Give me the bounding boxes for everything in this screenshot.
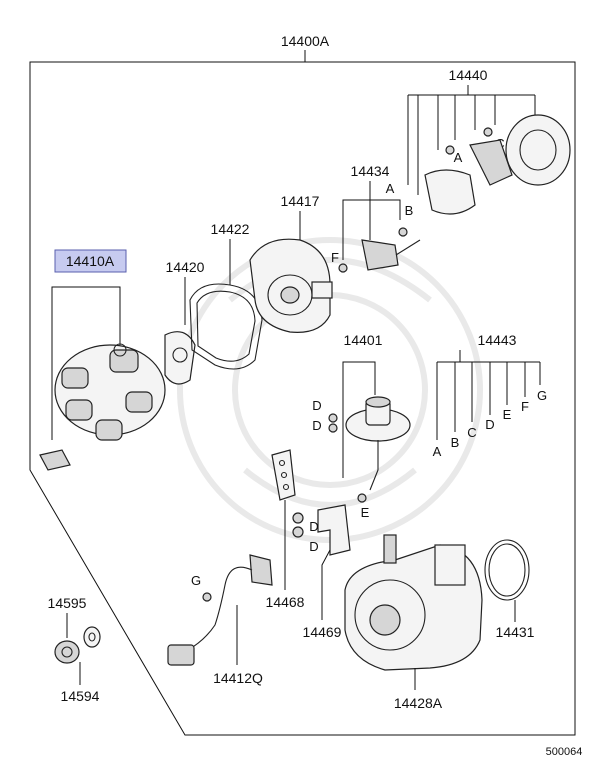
drawing-code: 500064 [546,746,583,758]
ignition-harness [167,554,273,666]
highlight-14410A [54,249,127,273]
letter-G-14443: G [537,388,547,403]
letter-A-14443: A [433,444,442,459]
vacuum-advance [328,396,411,503]
seal-piece [164,331,196,385]
letter-F-14443: F [521,399,529,414]
gasket [189,283,263,370]
letter-B-14443: B [451,435,460,450]
letter-A-14434: A [386,181,395,196]
letter-A-14440: A [454,150,463,165]
letter-D-14443: D [485,417,494,432]
washer-14595 [54,640,80,664]
bracket-14469 [292,504,351,556]
label-14443: 14443 [478,332,517,348]
label-14410A: 14410A [66,253,115,269]
label-14469: 14469 [303,624,342,640]
o-ring [484,539,530,601]
housing-cover [249,238,333,333]
leader-14469 [321,549,331,620]
rotor-piece [39,449,71,471]
label-14434: 14434 [351,163,390,179]
letter-D-14401-b: D [312,418,321,433]
label-14428A: 14428A [394,695,443,711]
leader-14401 [342,361,376,478]
breaker-plate [424,114,571,215]
washer-14594 [83,626,101,648]
label-14400A: 14400A [281,33,330,49]
label-14440: 14440 [449,67,488,83]
label-14412Q: 14412Q [213,670,263,686]
pickup-module [338,227,421,273]
distributor-cap [54,343,166,441]
label-14420: 14420 [166,259,205,275]
letter-G-14412Q: G [191,573,201,588]
label-14595: 14595 [48,595,87,611]
letter-E-14443: E [503,407,512,422]
leader-14434-B [370,199,401,220]
label-14422: 14422 [211,221,250,237]
letter-C-14443: C [467,425,476,440]
label-14468: 14468 [266,594,305,610]
letter-D-14469-b: D [309,539,318,554]
label-14594: 14594 [61,688,100,704]
leader-14410A [51,286,121,440]
distributor-housing [344,534,483,671]
assembly-boundary [29,61,576,736]
label-14417: 14417 [281,193,320,209]
letter-E-14401: E [361,505,370,520]
label-14401: 14401 [344,332,383,348]
letter-B-14434: B [405,203,414,218]
letter-F-14434: F [331,250,339,265]
leader-14434-F [342,199,370,260]
letter-D-14401-a: D [312,398,321,413]
letter-D-14469-a: D [309,519,318,534]
label-14431: 14431 [496,624,535,640]
bracket-14468 [271,449,296,501]
